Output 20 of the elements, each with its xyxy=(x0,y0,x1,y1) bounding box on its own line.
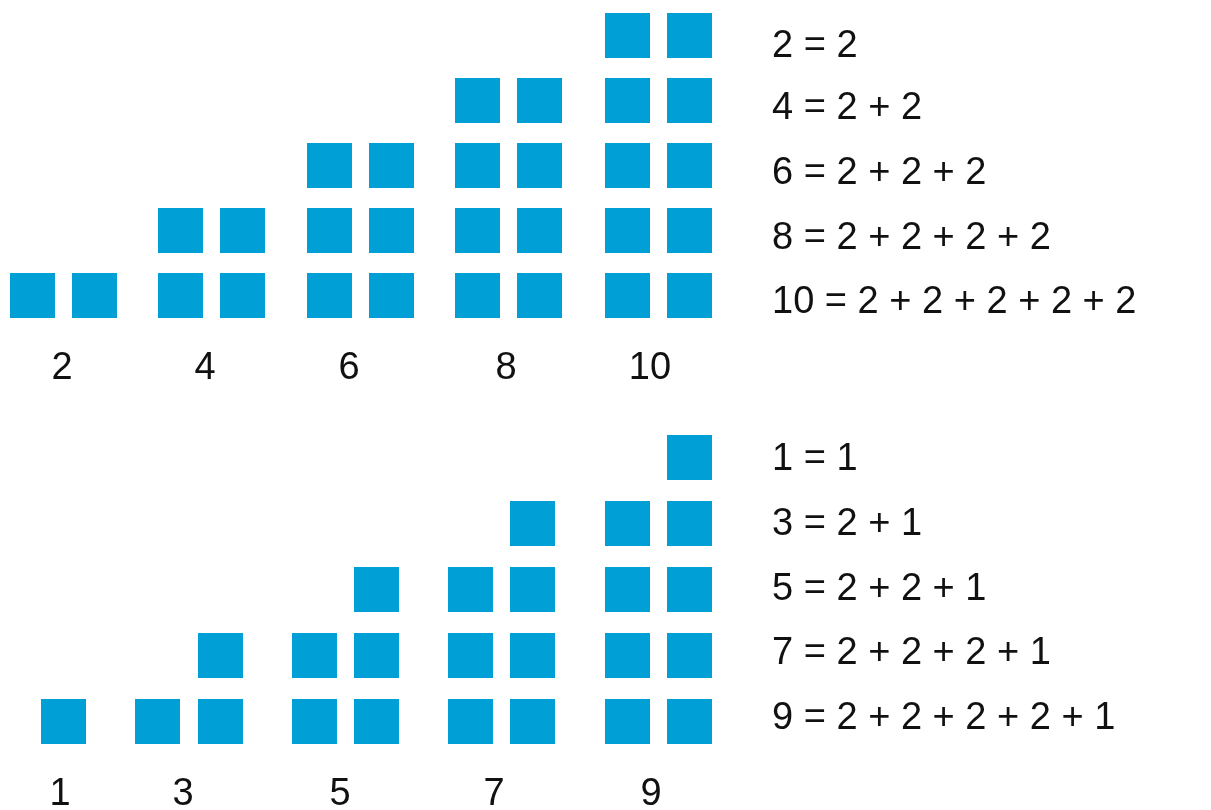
number-label: 1 xyxy=(49,772,71,810)
number-label: 10 xyxy=(628,346,672,386)
equation: 7 = 2 + 2 + 2 + 1 xyxy=(772,631,1051,671)
equation: 3 = 2 + 1 xyxy=(772,502,922,542)
equation: 2 = 2 xyxy=(772,24,858,64)
number-label: 4 xyxy=(194,346,216,386)
equation: 6 = 2 + 2 + 2 xyxy=(772,151,987,191)
equation: 1 = 1 xyxy=(772,437,858,477)
number-label: 2 xyxy=(51,346,73,386)
number-label: 5 xyxy=(329,772,351,810)
equation: 4 = 2 + 2 xyxy=(772,86,922,126)
number-label: 3 xyxy=(172,772,194,810)
equation: 10 = 2 + 2 + 2 + 2 + 2 xyxy=(772,280,1137,320)
equation: 9 = 2 + 2 + 2 + 2 + 1 xyxy=(772,696,1116,736)
number-label: 7 xyxy=(483,772,505,810)
number-label: 6 xyxy=(338,346,360,386)
number-label: 8 xyxy=(495,346,517,386)
equation: 8 = 2 + 2 + 2 + 2 xyxy=(772,216,1051,256)
number-label: 9 xyxy=(640,772,662,810)
equation: 5 = 2 + 2 + 1 xyxy=(772,567,987,607)
